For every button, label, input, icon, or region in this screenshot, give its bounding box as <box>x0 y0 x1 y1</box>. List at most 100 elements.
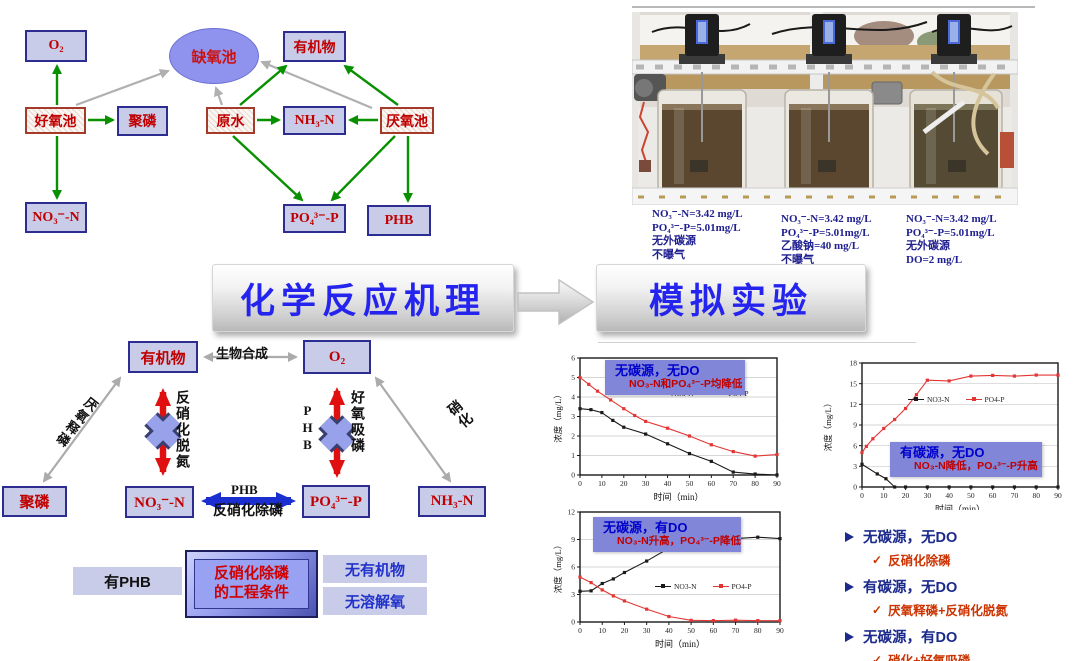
caption-line: NO₃⁻-N=3.42 mg/L <box>781 213 872 225</box>
label-biosynthesis: 生物合成 <box>216 343 268 362</box>
node-organics-label: 有机物 <box>293 40 336 56</box>
caption-line: 不曝气 <box>781 253 814 266</box>
experiment-photo <box>632 12 1018 205</box>
condition-no-organics-label: 无有机物 <box>344 561 405 579</box>
condition-has-phb: 有PHB <box>73 567 182 595</box>
node-anoxic-tank: 缺氧池 <box>169 28 259 84</box>
check-icon: ✓ <box>872 602 883 617</box>
svg-text:70: 70 <box>729 479 737 488</box>
legend-item: NO3-N <box>908 395 950 404</box>
mech-node-nh3-n: NH₃-N <box>418 486 486 517</box>
stirrer-motor <box>931 14 977 64</box>
node-poly-p-label: 聚磷 <box>128 115 157 130</box>
svg-text:6: 6 <box>571 563 575 572</box>
condition-has-phb-label: 有PHB <box>104 573 151 591</box>
label-phb-left-text: PHB <box>300 403 315 454</box>
divider-line-top <box>632 6 1035 8</box>
caption-line: 无外碳源 <box>906 240 950 252</box>
mech-node-po4-p: PO₄³⁻-P <box>302 485 370 518</box>
svg-text:70: 70 <box>732 626 740 635</box>
arrow-bullet-icon <box>845 531 854 542</box>
caption-line: 不曝气 <box>652 248 685 261</box>
annotation-line1: 无碳源，有DO <box>603 520 688 535</box>
caption-line: PO₄³⁻-P=5.01mg/L <box>781 226 870 239</box>
svg-text:90: 90 <box>776 626 784 635</box>
svg-text:20: 20 <box>621 626 629 635</box>
svg-text:0: 0 <box>578 626 582 635</box>
svg-text:9: 9 <box>571 535 575 544</box>
chart-annotation: 有碳源，无DO NO₃-N降低，PO₄³⁻-P升高 <box>890 442 1042 477</box>
svg-text:3: 3 <box>853 462 857 471</box>
condition-center-line2: 的工程条件 <box>213 584 289 601</box>
svg-text:15: 15 <box>850 379 858 388</box>
photo-white-stick <box>922 100 966 134</box>
condition-no-do-label: 无溶解氧 <box>344 593 405 611</box>
svg-text:10: 10 <box>880 491 888 500</box>
legend-label: NO3-N <box>927 395 950 404</box>
mech-node-o2: O₂ <box>303 340 371 374</box>
legend-label: NO3-N <box>674 582 697 591</box>
label-phb-left: PHB <box>300 403 315 454</box>
reactor-jar <box>909 89 1003 193</box>
svg-text:10: 10 <box>598 479 606 488</box>
svg-text:90: 90 <box>773 479 781 488</box>
condition-caption-2: NO₃⁻-N=3.42 mg/L PO₄³⁻-P=5.01mg/L 乙酸钠=40… <box>781 213 872 267</box>
condition-center-line1: 反硝化除磷 <box>213 565 289 583</box>
svg-text:时间（min）: 时间（min） <box>653 491 703 502</box>
node-aerobic-tank: 好氧池 <box>25 107 86 134</box>
conclusion-head-text: 有碳源，无DO <box>863 580 958 596</box>
node-organics: 有机物 <box>283 31 346 62</box>
legend-marker-icon <box>908 397 924 402</box>
label-denitrification: 反硝化脱氮 <box>175 390 191 470</box>
svg-text:60: 60 <box>708 479 716 488</box>
svg-text:5: 5 <box>571 373 575 382</box>
svg-text:浓度（mg/L）: 浓度（mg/L） <box>823 399 833 451</box>
svg-text:3: 3 <box>571 412 575 421</box>
node-po4-p-label: PO₄³⁻-P <box>290 211 339 226</box>
svg-text:50: 50 <box>687 626 695 635</box>
stirrer-motor <box>679 14 725 64</box>
svg-text:0: 0 <box>571 471 575 480</box>
photo-air-pump <box>871 81 903 105</box>
node-no3-n: NO₃⁻-N <box>25 202 87 233</box>
mech-node-organics: 有机物 <box>128 341 198 373</box>
annotation-line1: 无碳源，无DO <box>615 363 700 378</box>
node-o2-label: O₂ <box>48 38 64 53</box>
legend-item: PO4-P <box>712 582 752 591</box>
conclusions-list: 无碳源，无DO ✓ 反硝化除磷 有碳源，无DO ✓ 厌氧释磷+反硝化脱氮 无碳源… <box>845 526 1080 661</box>
conclusion-sub: ✓ 反硝化除磷 <box>872 550 1080 569</box>
caption-line: DO=2 mg/L <box>906 253 963 266</box>
node-raw-water: 原水 <box>206 107 255 134</box>
svg-text:0: 0 <box>578 479 582 488</box>
svg-text:12: 12 <box>850 400 858 409</box>
caption-line: NO₃⁻-N=3.42 mg/L <box>906 213 997 225</box>
conclusion-head-text: 无碳源，有DO <box>863 630 958 646</box>
annotation-line2: NO₃-N和PO₄³⁻-P均降低 <box>629 378 743 390</box>
mech-node-no3-n-label: NO₃⁻-N <box>134 494 185 511</box>
svg-text:时间（min）: 时间（min） <box>655 638 705 649</box>
gray-double-arrows <box>42 352 452 483</box>
svg-text:浓度（mg/L）: 浓度（mg/L） <box>553 541 563 593</box>
node-anoxic-tank-label: 缺氧池 <box>191 49 237 66</box>
conclusion-sub-text: 厌氧释磷+反硝化脱氮 <box>888 604 1008 618</box>
svg-text:90: 90 <box>1054 491 1062 500</box>
svg-text:0: 0 <box>853 483 857 492</box>
node-aerobic-tank-label: 好氧池 <box>34 114 77 130</box>
legend-item: PO4-P <box>965 395 1005 404</box>
svg-text:0: 0 <box>860 491 864 500</box>
block-arrow-icon <box>517 278 595 326</box>
svg-text:9: 9 <box>853 421 857 430</box>
reactor-units <box>657 14 1003 193</box>
label-denitrifying-p-removal: 反硝化除磷 <box>213 500 283 520</box>
caption-line: 乙酸钠=40 mg/L <box>781 240 860 252</box>
conclusion-sub-text: 反硝化除磷 <box>888 554 951 568</box>
banner-simulation: 模拟实验 <box>596 264 866 332</box>
banner-simulation-label: 模拟实验 <box>648 281 813 321</box>
mech-node-po4-p-label: PO₄³⁻-P <box>310 494 362 510</box>
conclusion-sub-text: 硝化+好氧吸磷 <box>888 654 971 661</box>
conclusion-head: 无碳源，有DO <box>845 626 1080 647</box>
svg-text:40: 40 <box>945 491 953 500</box>
